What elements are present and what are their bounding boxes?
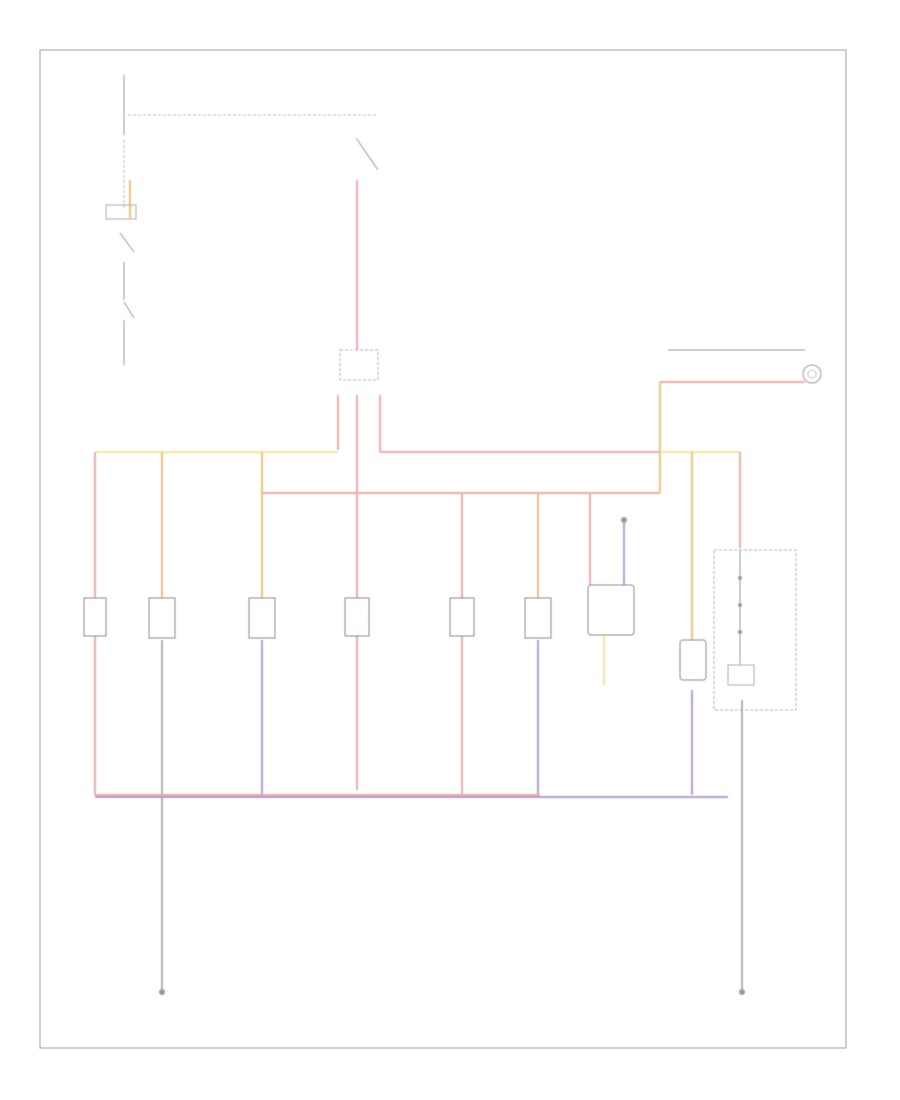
- switch-6: [524, 597, 552, 639]
- instrument-lamp-core: [807, 369, 817, 379]
- dimmer-module: [679, 639, 707, 681]
- switch-body: [248, 597, 276, 639]
- diagram-frame: [39, 49, 847, 1049]
- ground-left-terminal: [159, 989, 165, 995]
- switch-body: [524, 597, 552, 639]
- ignition-circuit: [105, 75, 378, 365]
- switch-4: [344, 597, 370, 637]
- ground-right-terminal: [739, 989, 745, 995]
- switch-1: [83, 597, 107, 637]
- meter-node-1: [738, 576, 742, 580]
- ground-right: [739, 989, 745, 995]
- control-unit-node: [621, 517, 627, 523]
- dimmer-feed: [337, 137, 381, 790]
- switch-body: [83, 597, 107, 637]
- switch-body: [148, 597, 176, 639]
- dimmer-control-box: [339, 349, 379, 381]
- dimmer-switch-lever: [355, 137, 379, 171]
- light-switch-contact: [123, 301, 135, 319]
- wiring-layer: [83, 75, 822, 995]
- switch-row: [83, 597, 552, 639]
- control-unit-body: [587, 584, 635, 636]
- bottom-bus: [95, 794, 728, 798]
- dimmer-module-body: [679, 639, 707, 681]
- switch-body: [344, 597, 370, 637]
- control-unit: [587, 517, 635, 636]
- ground-left: [159, 989, 165, 995]
- switch-2: [148, 597, 176, 639]
- combination-meter: [713, 549, 797, 711]
- meter-node-3: [738, 630, 742, 634]
- vertical-drops: [94, 452, 743, 990]
- combination-meter-body: [713, 549, 797, 711]
- ignition-switch-box: [105, 204, 137, 220]
- meter-node-2: [738, 603, 742, 607]
- switch-3: [248, 597, 276, 639]
- ignition-contact: [119, 232, 135, 253]
- instrument-feed: [659, 349, 822, 493]
- instrument-lamp: [802, 364, 822, 384]
- meter-lamp-box: [727, 664, 755, 686]
- switch-5: [449, 597, 475, 637]
- switch-body: [449, 597, 475, 637]
